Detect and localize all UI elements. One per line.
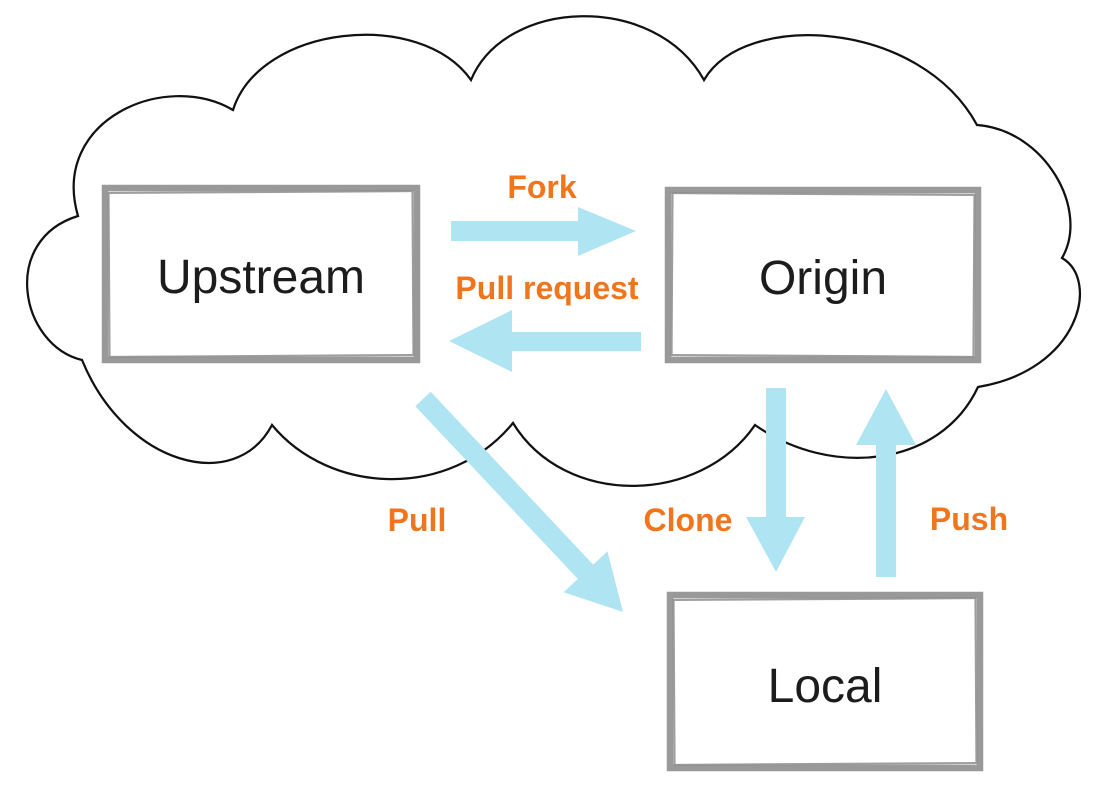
fork-arrow — [451, 207, 636, 256]
clone-arrow — [746, 388, 805, 572]
pull-request-arrow-label: Pull request — [455, 270, 639, 306]
local-box-border — [666, 591, 984, 772]
pull-arrow — [415, 391, 623, 612]
origin-label: Origin — [759, 252, 887, 305]
upstream-label: Upstream — [157, 251, 365, 304]
upstream-node: Upstream — [101, 184, 421, 364]
clone-arrow-label: Clone — [644, 502, 733, 538]
pull-request-arrow — [449, 310, 641, 372]
local-node: Local — [666, 591, 984, 772]
upstream-box-sketch-line — [107, 189, 415, 359]
origin-node: Origin — [664, 186, 982, 364]
origin-box-sketch-line — [670, 191, 976, 359]
push-arrow-label: Push — [930, 501, 1008, 537]
local-label: Local — [768, 660, 883, 713]
fork-arrow-label: Fork — [507, 169, 577, 205]
pull-arrow-label: Pull — [388, 502, 447, 538]
local-box-sketch-line — [672, 596, 978, 767]
push-arrow — [856, 389, 916, 577]
upstream-box-border — [101, 184, 421, 364]
origin-box-border — [664, 186, 982, 364]
